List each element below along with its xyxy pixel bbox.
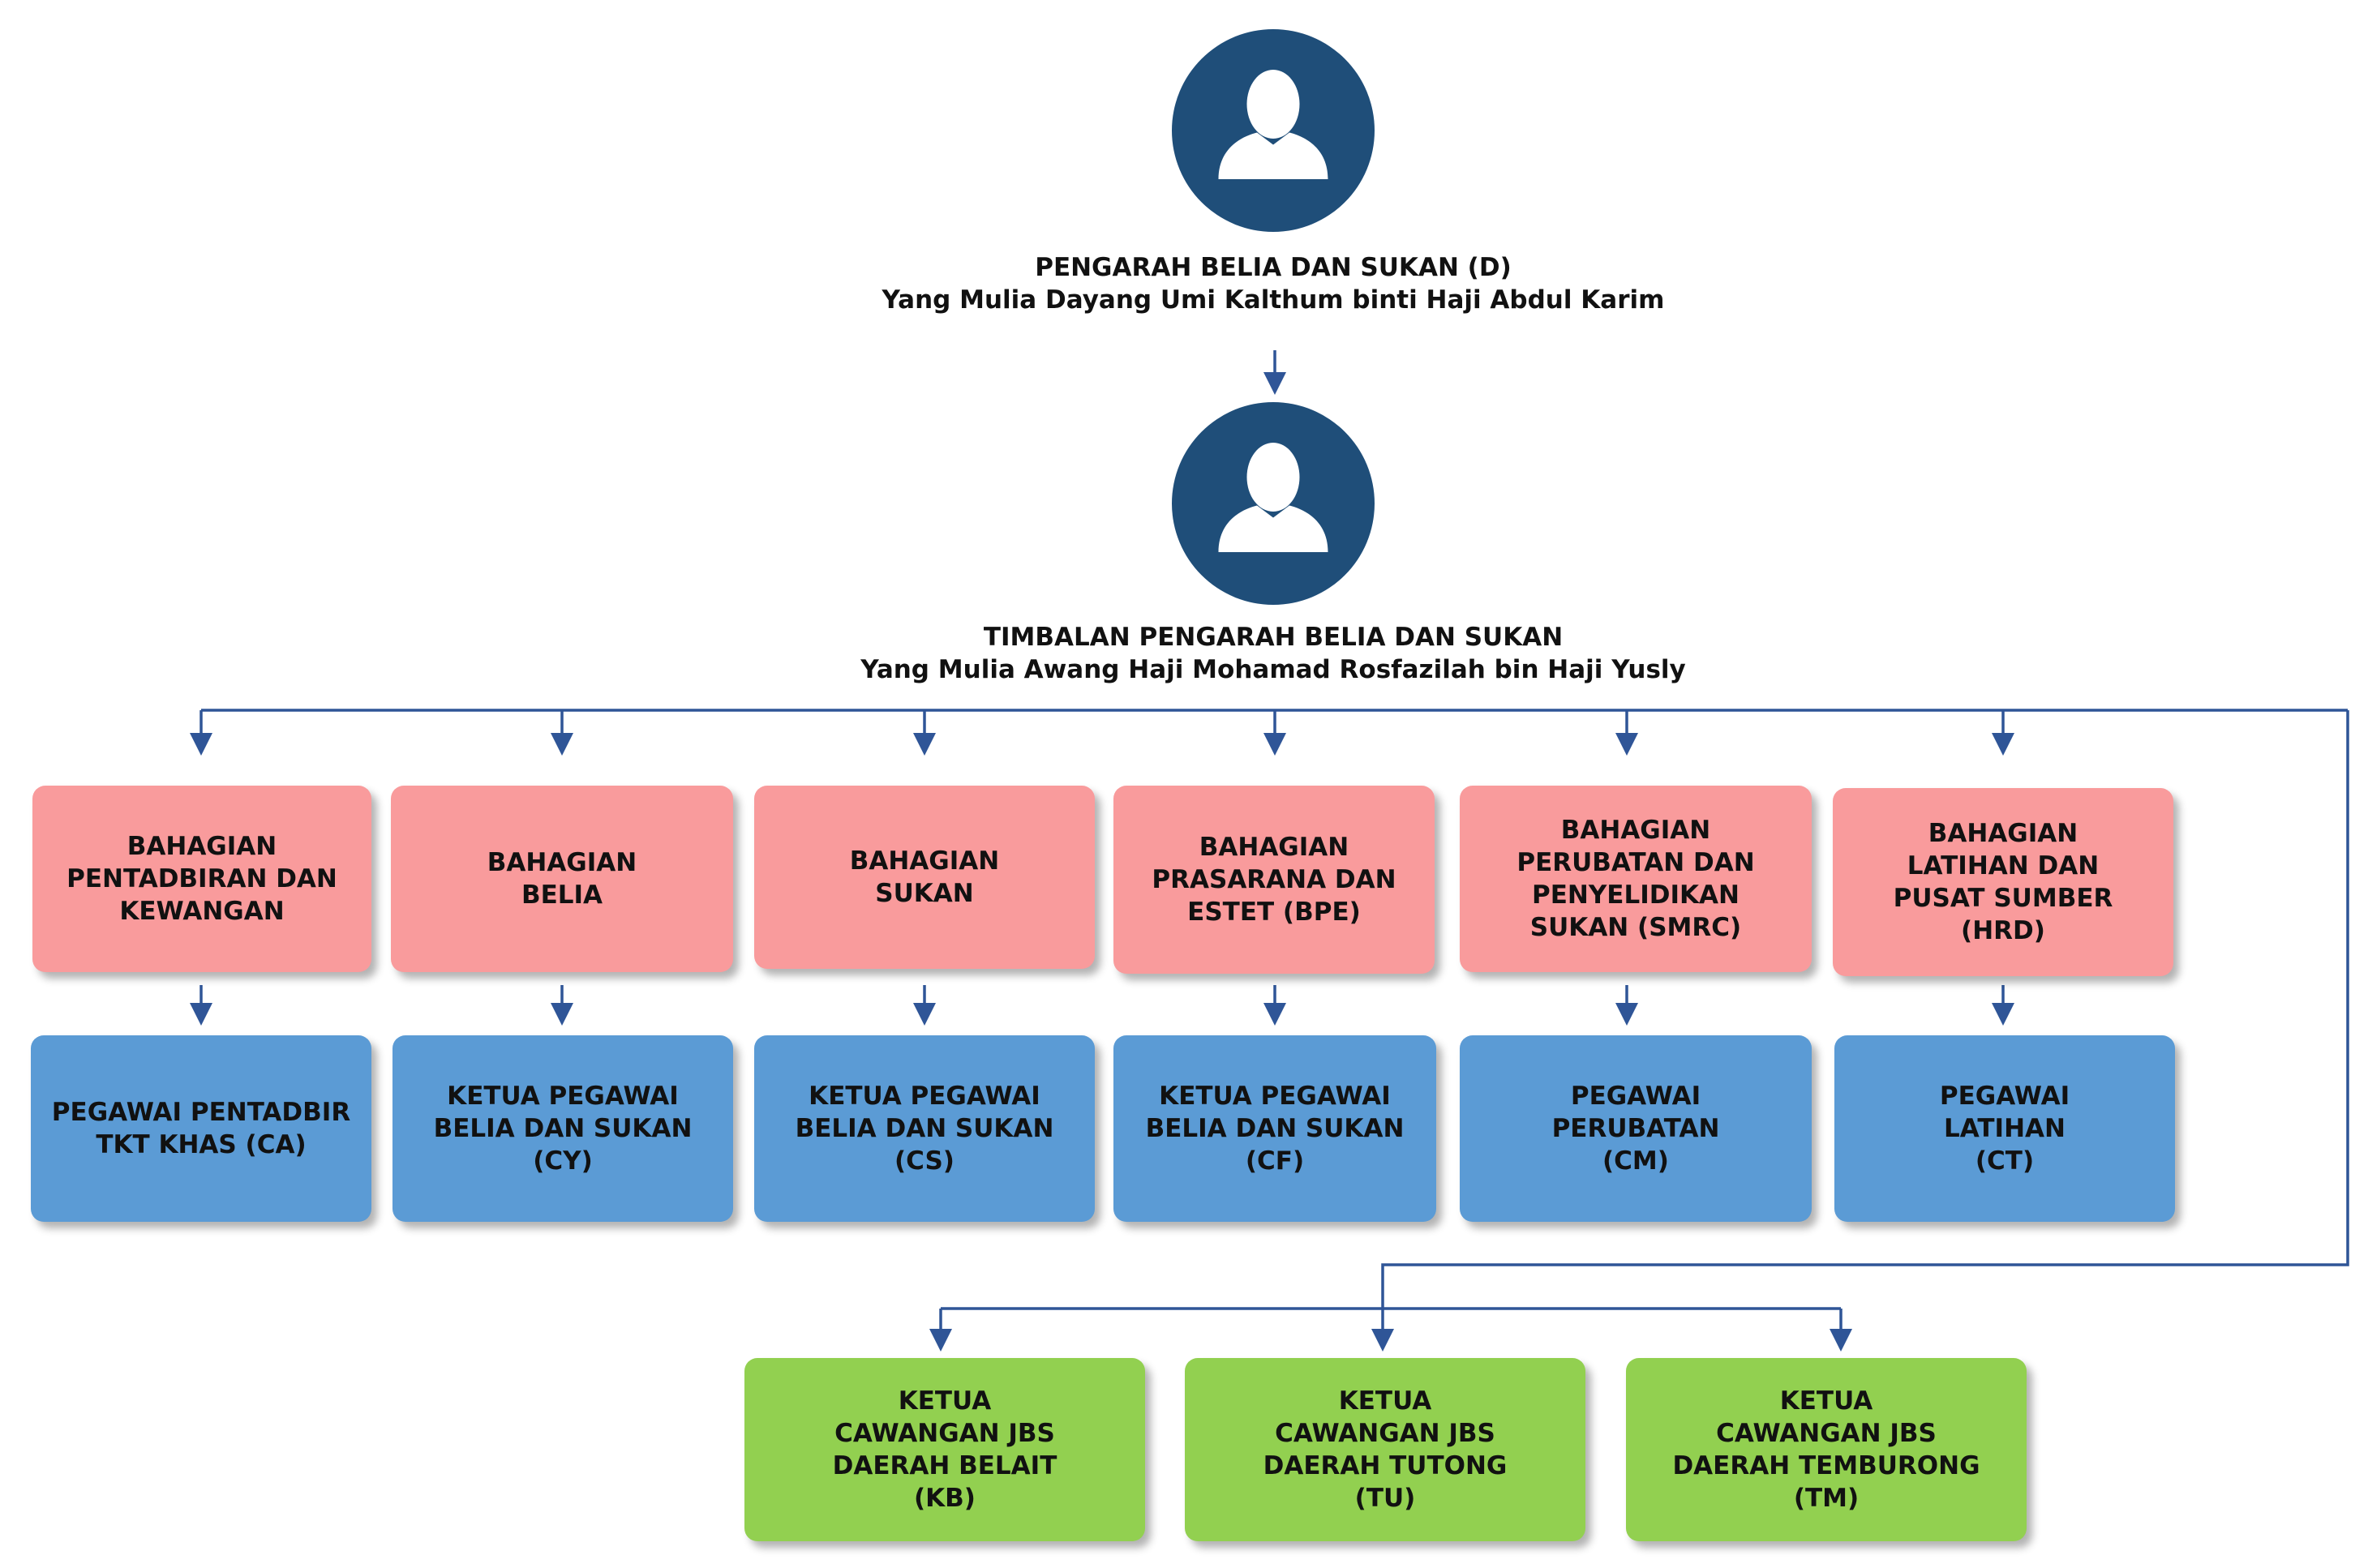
deputy-name: Yang Mulia Awang Haji Mohamad Rosfazilah… [860,655,1686,684]
branch-box-tutong: KETUA CAWANGAN JBS DAERAH TUTONG (TU) [1185,1358,1585,1541]
branch-box-belait: KETUA CAWANGAN JBS DAERAH BELAIT (KB) [744,1358,1145,1541]
officer-box-ct: PEGAWAI LATIHAN (CT) [1834,1035,2175,1222]
division-box-belia: BAHAGIAN BELIA [391,786,733,972]
deputy-title: TIMBALAN PENGARAH BELIA DAN SUKAN [983,623,1564,652]
deputy-avatar [1172,402,1375,605]
person-icon [1218,443,1328,552]
division-box-prasarana: BAHAGIAN PRASARANA DAN ESTET (BPE) [1113,786,1435,974]
division-box-pentadbiran: BAHAGIAN PENTADBIRAN DAN KEWANGAN [32,786,371,972]
division-box-sukan: BAHAGIAN SUKAN [754,786,1095,969]
person-icon [1218,70,1328,179]
officer-box-cs: KETUA PEGAWAI BELIA DAN SUKAN (CS) [754,1035,1095,1222]
division-box-latihan: BAHAGIAN LATIHAN DAN PUSAT SUMBER (HRD) [1833,788,2173,976]
officer-box-ca: PEGAWAI PENTADBIR TKT KHAS (CA) [31,1035,371,1222]
director-name: Yang Mulia Dayang Umi Kalthum binti Haji… [882,285,1665,315]
officer-box-cf: KETUA PEGAWAI BELIA DAN SUKAN (CF) [1113,1035,1436,1222]
officer-box-cy: KETUA PEGAWAI BELIA DAN SUKAN (CY) [393,1035,733,1222]
director-title: PENGARAH BELIA DAN SUKAN (D) [1035,253,1512,282]
director-label: PENGARAH BELIA DAN SUKAN (D) Yang Mulia … [697,251,1849,316]
branch-box-temburong: KETUA CAWANGAN JBS DAERAH TEMBURONG (TM) [1626,1358,2027,1541]
deputy-label: TIMBALAN PENGARAH BELIA DAN SUKAN Yang M… [697,621,1849,686]
division-box-perubatan: BAHAGIAN PERUBATAN DAN PENYELIDIKAN SUKA… [1460,786,1812,972]
officer-box-cm: PEGAWAI PERUBATAN (CM) [1460,1035,1812,1222]
director-avatar [1172,29,1375,232]
connector-route-branches [1381,710,2349,1309]
